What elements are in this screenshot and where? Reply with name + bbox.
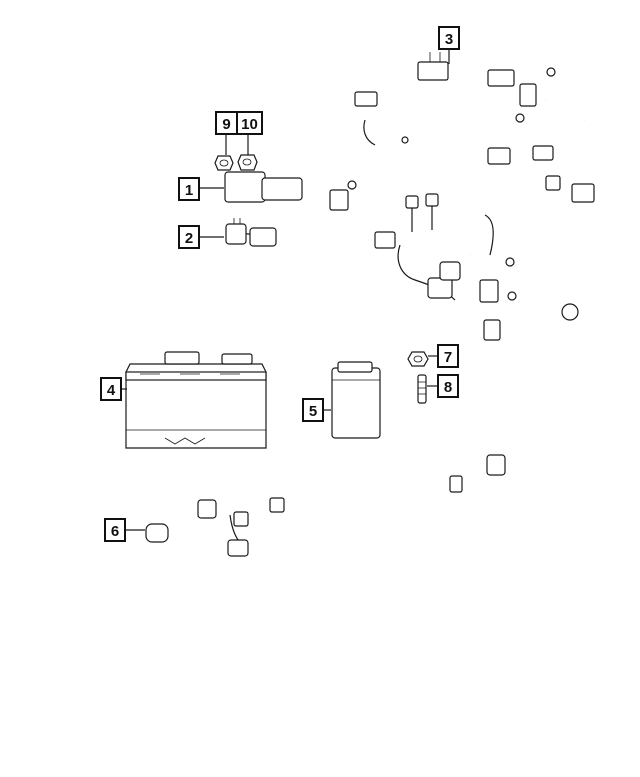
harness-small bbox=[225, 218, 277, 247]
harness-upper bbox=[354, 52, 595, 321]
callout-7-label: 7 bbox=[444, 349, 452, 366]
battery-4 bbox=[125, 351, 267, 449]
callout-6: 6 bbox=[104, 518, 126, 542]
callout-7: 7 bbox=[437, 344, 459, 368]
battery-cable-6 bbox=[145, 459, 463, 557]
leader-lines bbox=[122, 48, 450, 531]
callout-2: 2 bbox=[178, 225, 200, 249]
nut-10 bbox=[237, 154, 258, 171]
battery-5 bbox=[331, 361, 381, 439]
callout-5-label: 5 bbox=[309, 403, 317, 420]
callout-9: 9 bbox=[215, 111, 238, 135]
callout-9-label: 9 bbox=[222, 116, 230, 133]
callout-3: 3 bbox=[438, 26, 460, 50]
callout-6-label: 6 bbox=[111, 523, 119, 540]
callout-3-label: 3 bbox=[445, 31, 453, 48]
callout-8-label: 8 bbox=[444, 379, 452, 396]
callout-10: 10 bbox=[236, 111, 263, 135]
callout-1-label: 1 bbox=[185, 182, 193, 199]
nut-7 bbox=[407, 351, 429, 367]
callout-1: 1 bbox=[178, 177, 200, 201]
callout-2-label: 2 bbox=[185, 230, 193, 247]
stud-8 bbox=[417, 374, 427, 404]
callout-5: 5 bbox=[302, 398, 324, 422]
callout-4-label: 4 bbox=[107, 382, 116, 399]
callout-10-label: 10 bbox=[241, 116, 258, 133]
harness-main bbox=[224, 171, 517, 476]
callout-4: 4 bbox=[100, 377, 122, 401]
nut-9 bbox=[214, 155, 234, 171]
callout-8: 8 bbox=[437, 374, 459, 398]
